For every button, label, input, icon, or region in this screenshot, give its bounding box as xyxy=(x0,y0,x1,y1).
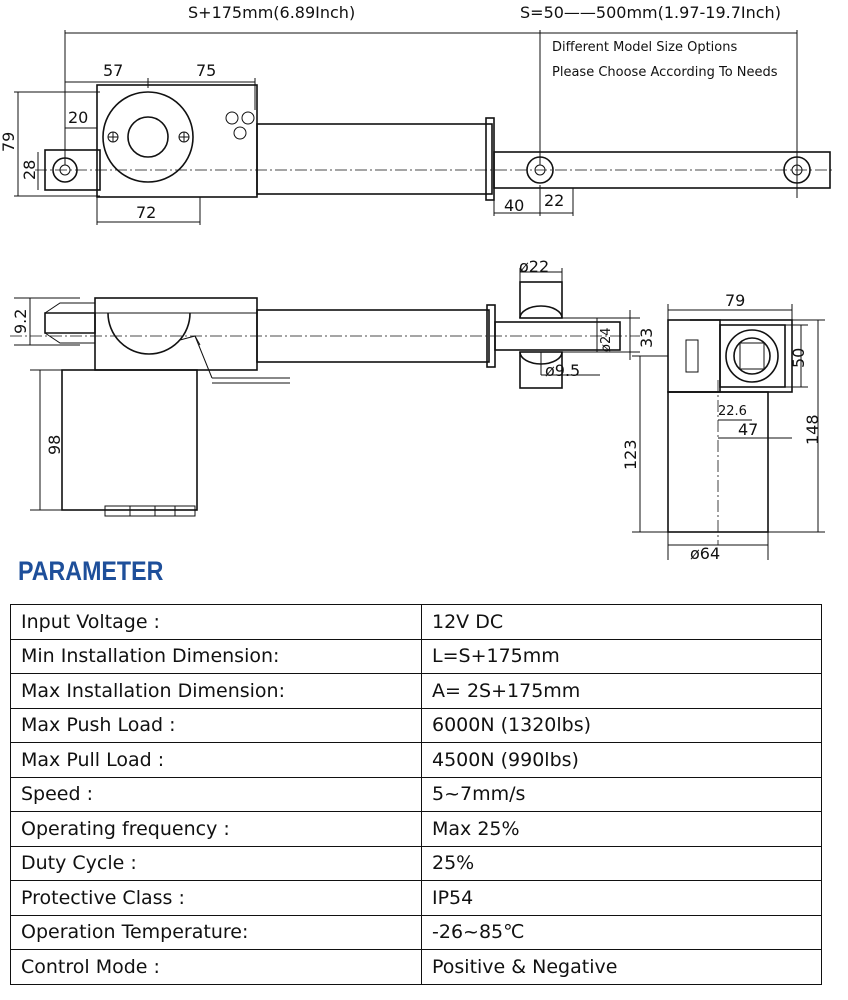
table-row: Min Installation Dimension:L=S+175mm xyxy=(10,638,822,674)
param-label: Max Pull Load : xyxy=(10,742,422,778)
dim-total-label: S+175mm(6.89Inch) xyxy=(188,3,355,22)
dim-20: 20 xyxy=(68,108,88,127)
technical-drawing: S+175mm(6.89Inch) S=50——500mm(1.97-19.7I… xyxy=(0,3,835,560)
dim-50: 50 xyxy=(789,348,808,368)
table-row: Max Pull Load :4500N (990lbs) xyxy=(10,742,822,778)
dim-79-end: 79 xyxy=(725,291,745,310)
top-view: S+175mm(6.89Inch) S=50——500mm(1.97-19.7I… xyxy=(0,3,835,225)
note-line-2: Please Choose According To Needs xyxy=(552,65,778,80)
param-label: Control Mode : xyxy=(10,949,422,985)
param-label: Operation Temperature: xyxy=(10,914,422,950)
param-value: L=S+175mm xyxy=(421,638,822,674)
side-view: 9.2 98 ø22 xyxy=(10,257,656,517)
dim-57: 57 xyxy=(103,61,123,80)
dim-9-5-dia: ø9.5 xyxy=(545,361,580,380)
param-value: Positive & Negative xyxy=(421,949,822,985)
param-label: Protective Class : xyxy=(10,880,422,916)
dim-47: 47 xyxy=(738,420,758,439)
dim-75: 75 xyxy=(196,61,216,80)
dim-24-dia: ø24 xyxy=(599,328,614,353)
table-row: Operating frequency :Max 25% xyxy=(10,811,822,847)
end-view: 79 50 22.6 47 148 123 xyxy=(621,291,825,560)
param-value: 25% xyxy=(421,845,822,881)
dim-22-top: 22 xyxy=(544,191,564,210)
param-label: Duty Cycle : xyxy=(10,845,422,881)
table-row: Duty Cycle :25% xyxy=(10,845,822,881)
param-label: Max Push Load : xyxy=(10,707,422,743)
table-row: Control Mode :Positive & Negative xyxy=(10,949,822,985)
param-value: -26~85℃ xyxy=(421,914,822,950)
dim-22-6: 22.6 xyxy=(718,404,747,419)
table-row: Max Push Load :6000N (1320lbs) xyxy=(10,707,822,743)
dim-33: 33 xyxy=(637,328,656,348)
param-value: 4500N (990lbs) xyxy=(421,742,822,778)
param-label: Input Voltage : xyxy=(10,604,422,640)
dim-64-dia: ø64 xyxy=(690,544,720,560)
table-row: Protective Class :IP54 xyxy=(10,880,822,916)
dim-72: 72 xyxy=(136,203,156,222)
param-value: IP54 xyxy=(421,880,822,916)
dim-28: 28 xyxy=(20,160,39,180)
param-label: Speed : xyxy=(10,776,422,812)
dim-9-2: 9.2 xyxy=(11,309,30,334)
dim-stroke-label: S=50——500mm(1.97-19.7Inch) xyxy=(520,3,781,22)
param-label: Operating frequency : xyxy=(10,811,422,847)
param-value: A= 2S+175mm xyxy=(421,673,822,709)
param-value: 5~7mm/s xyxy=(421,776,822,812)
table-row: Speed :5~7mm/s xyxy=(10,776,822,812)
parameter-title: PARAMETER xyxy=(18,556,164,586)
param-label: Min Installation Dimension: xyxy=(10,638,422,674)
param-value: 12V DC xyxy=(421,604,822,640)
table-row: Max Installation Dimension:A= 2S+175mm xyxy=(10,673,822,709)
param-label: Max Installation Dimension: xyxy=(10,673,422,709)
table-row: Input Voltage :12V DC xyxy=(10,604,822,640)
dim-148: 148 xyxy=(803,414,822,445)
table-row: Operation Temperature:-26~85℃ xyxy=(10,914,822,950)
dim-98: 98 xyxy=(45,435,64,455)
dim-123: 123 xyxy=(621,439,640,470)
dim-22-dia: ø22 xyxy=(519,257,549,276)
param-value: 6000N (1320lbs) xyxy=(421,707,822,743)
dim-40: 40 xyxy=(504,196,524,215)
note-line-1: Different Model Size Options xyxy=(552,40,737,55)
param-value: Max 25% xyxy=(421,811,822,847)
dim-79-top: 79 xyxy=(0,132,18,152)
